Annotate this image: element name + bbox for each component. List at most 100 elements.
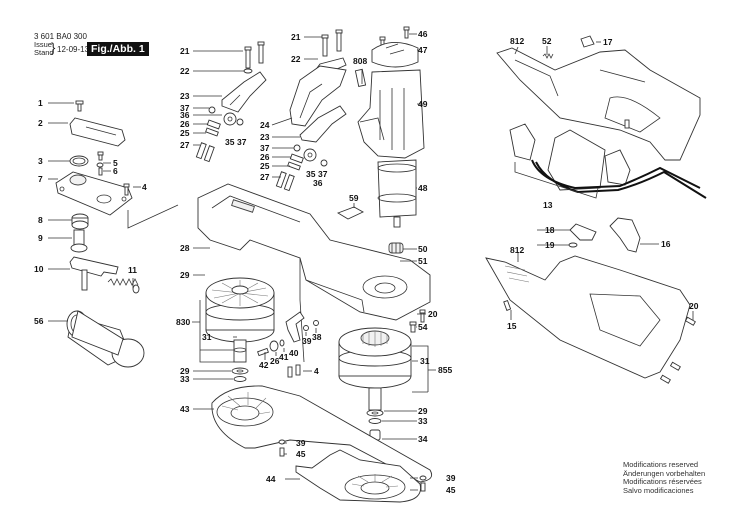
callout-15: 15 xyxy=(507,321,517,331)
callout-29-c: 29 xyxy=(418,406,428,416)
callout-31-right: 31 xyxy=(420,356,430,366)
nuts-part-38-39 xyxy=(303,320,319,331)
callout-37-b: 37 xyxy=(237,137,247,147)
callout-16: 16 xyxy=(661,239,671,249)
bracket-part-23-right xyxy=(299,105,347,143)
cover-part-43 xyxy=(211,385,433,483)
callout-52: 52 xyxy=(542,36,552,46)
callout-22-right: 22 xyxy=(291,54,301,64)
callout-28: 28 xyxy=(180,243,190,253)
callout-38: 38 xyxy=(312,332,322,342)
handle-shell-part-812-bottom xyxy=(485,255,696,384)
issue-date: 12-09-13 xyxy=(57,45,90,54)
screw-part-54 xyxy=(409,321,417,333)
callout-27-a: 27 xyxy=(180,140,190,150)
callout-49: 49 xyxy=(418,99,428,109)
motor-housing-part-49 xyxy=(357,69,425,159)
button-part-18 xyxy=(569,223,597,241)
callout-36-a: 36 xyxy=(180,110,190,120)
gear-housing-part-28 xyxy=(197,183,431,321)
callout-8: 8 xyxy=(38,215,43,225)
callout-25-a: 25 xyxy=(180,128,190,138)
callout-29-b: 29 xyxy=(180,366,190,376)
callout-21-left: 21 xyxy=(180,46,190,56)
issue-label: Issue xyxy=(34,40,52,49)
motor-part-48 xyxy=(377,159,417,228)
pinion-part-50 xyxy=(388,242,404,254)
cap-part-17 xyxy=(580,35,595,48)
callout-37-a: 37 xyxy=(180,103,190,113)
angle-bracket-part-40 xyxy=(285,311,305,343)
notice-fr: Modifications réservées xyxy=(623,477,702,486)
part-number: 3 601 BA0 300 xyxy=(34,32,87,41)
callout-3: 3 xyxy=(38,156,43,166)
spring-part-19 xyxy=(568,242,578,248)
callout-56: 56 xyxy=(34,316,44,326)
callout-29-a: 29 xyxy=(180,270,190,280)
bolts-part-27-right xyxy=(275,171,295,192)
bolts-part-21-left xyxy=(244,41,265,69)
cover-part-44 xyxy=(295,449,422,503)
leader-lines xyxy=(48,33,694,491)
label-part-808 xyxy=(354,68,367,87)
callout-9: 9 xyxy=(38,233,43,243)
bushing-part-8 xyxy=(71,213,89,230)
callout-59: 59 xyxy=(349,193,359,203)
base-plate-part-7 xyxy=(55,171,133,216)
handle-tube-part-56 xyxy=(66,310,145,368)
washers-part-29-33-left xyxy=(231,367,249,382)
callout-6: 6 xyxy=(113,166,118,176)
plunger-part-9 xyxy=(70,229,88,253)
modifications-notice: Modifications reserved Änderungen vorbeh… xyxy=(623,460,706,495)
washer-part-22-left xyxy=(243,68,253,74)
screw-part-1 xyxy=(75,100,84,112)
bracket-part-23-left xyxy=(221,71,267,113)
trigger-part-16 xyxy=(609,217,641,253)
leader-line xyxy=(127,204,179,229)
callout-11: 11 xyxy=(128,265,137,275)
bearing-washers-left xyxy=(205,106,244,137)
handle-shell-part-812-top xyxy=(496,47,701,161)
callout-40: 40 xyxy=(289,348,299,358)
figure-label: Fig./Abb. 1 xyxy=(87,42,149,56)
pulley-part-830 xyxy=(205,277,275,363)
callout-45-a: 45 xyxy=(296,449,306,459)
callout-50: 50 xyxy=(418,244,428,254)
screw-part-4-left xyxy=(123,183,130,196)
callout-2: 2 xyxy=(38,118,43,128)
spring-part-52 xyxy=(542,53,554,59)
callout-41: 41 xyxy=(279,352,289,362)
callout-26-b: 26 xyxy=(260,152,270,162)
callout-39-b: 39 xyxy=(296,438,306,448)
callout-812-top: 812 xyxy=(510,36,525,46)
pulley-part-855 xyxy=(338,327,412,411)
callout-35-a: 35 xyxy=(225,137,235,147)
callout-42: 42 xyxy=(259,360,269,370)
notice-de: Änderungen vorbehalten xyxy=(623,468,706,478)
o-ring-part-3 xyxy=(69,155,89,167)
stand-label: Stand xyxy=(34,48,54,57)
callout-18: 18 xyxy=(545,225,555,235)
callout-46: 46 xyxy=(418,29,428,39)
screws-part-39-45-right xyxy=(419,475,427,492)
callout-31-left: 31 xyxy=(202,332,212,342)
screw-washer-5-6 xyxy=(96,151,104,176)
callout-4-bottom: 4 xyxy=(314,366,319,376)
switch-module-part-13 xyxy=(509,123,707,199)
callout-45-b: 45 xyxy=(446,485,456,495)
plate-part-59 xyxy=(336,206,364,220)
bolts-part-21-right xyxy=(321,29,343,57)
callout-5: 5 xyxy=(113,158,118,168)
callout-19: 19 xyxy=(545,240,555,250)
callout-23-left: 23 xyxy=(180,91,190,101)
leader-line xyxy=(299,258,305,363)
callout-51: 51 xyxy=(418,256,428,266)
callout-35-b: 35 xyxy=(306,169,316,179)
lever-part-2 xyxy=(69,117,126,147)
callout-47: 47 xyxy=(418,45,428,55)
guide-part-24 xyxy=(289,65,347,127)
callout-7: 7 xyxy=(38,174,43,184)
brace: } xyxy=(51,40,56,55)
